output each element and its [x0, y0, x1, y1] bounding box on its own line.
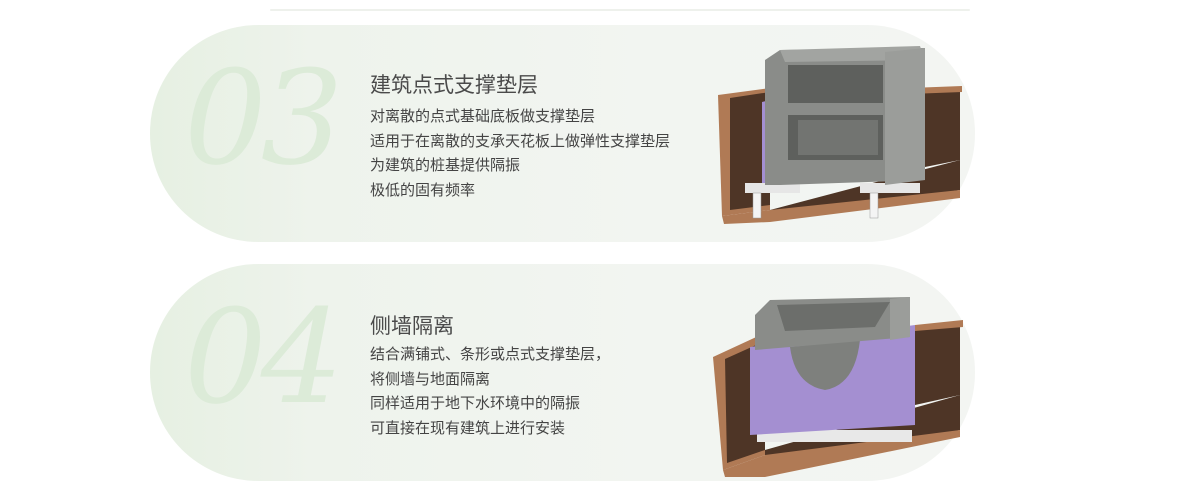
description-line: 可直接在现有建筑上进行安装 — [370, 418, 566, 437]
top-divider — [270, 9, 970, 11]
description-line: 适用于在离散的支承天花板上做弹性支撑垫层 — [370, 131, 671, 150]
side-wall-isolation-illustration — [713, 297, 963, 477]
description-line: 为建筑的桩基提供隔振 — [370, 156, 521, 174]
description-line: 同样适用于地下水环境中的隔振 — [370, 394, 581, 412]
description-line: 对离散的点式基础底板做支撑垫层 — [370, 107, 596, 125]
section-number: 04 — [184, 281, 343, 433]
section-title: 建筑点式支撑垫层 — [370, 73, 538, 97]
section-number: 03 — [184, 42, 343, 194]
description-line: 将侧墙与地面隔离 — [370, 369, 491, 388]
section-description: 结合满铺式、条形或点式支撑垫层， 将侧墙与地面隔离 同样适用于地下水环境中的隔振… — [370, 342, 610, 440]
description-line: 结合满铺式、条形或点式支撑垫层， — [370, 345, 611, 363]
description-line: 极低的固有频率 — [370, 180, 476, 199]
section-title: 侧墙隔离 — [370, 314, 454, 338]
section-description: 对离散的点式基础底板做支撑垫层 适用于在离散的支承天花板上做弹性支撑垫层 为建筑… — [370, 104, 670, 202]
point-support-illustration — [718, 46, 962, 224]
